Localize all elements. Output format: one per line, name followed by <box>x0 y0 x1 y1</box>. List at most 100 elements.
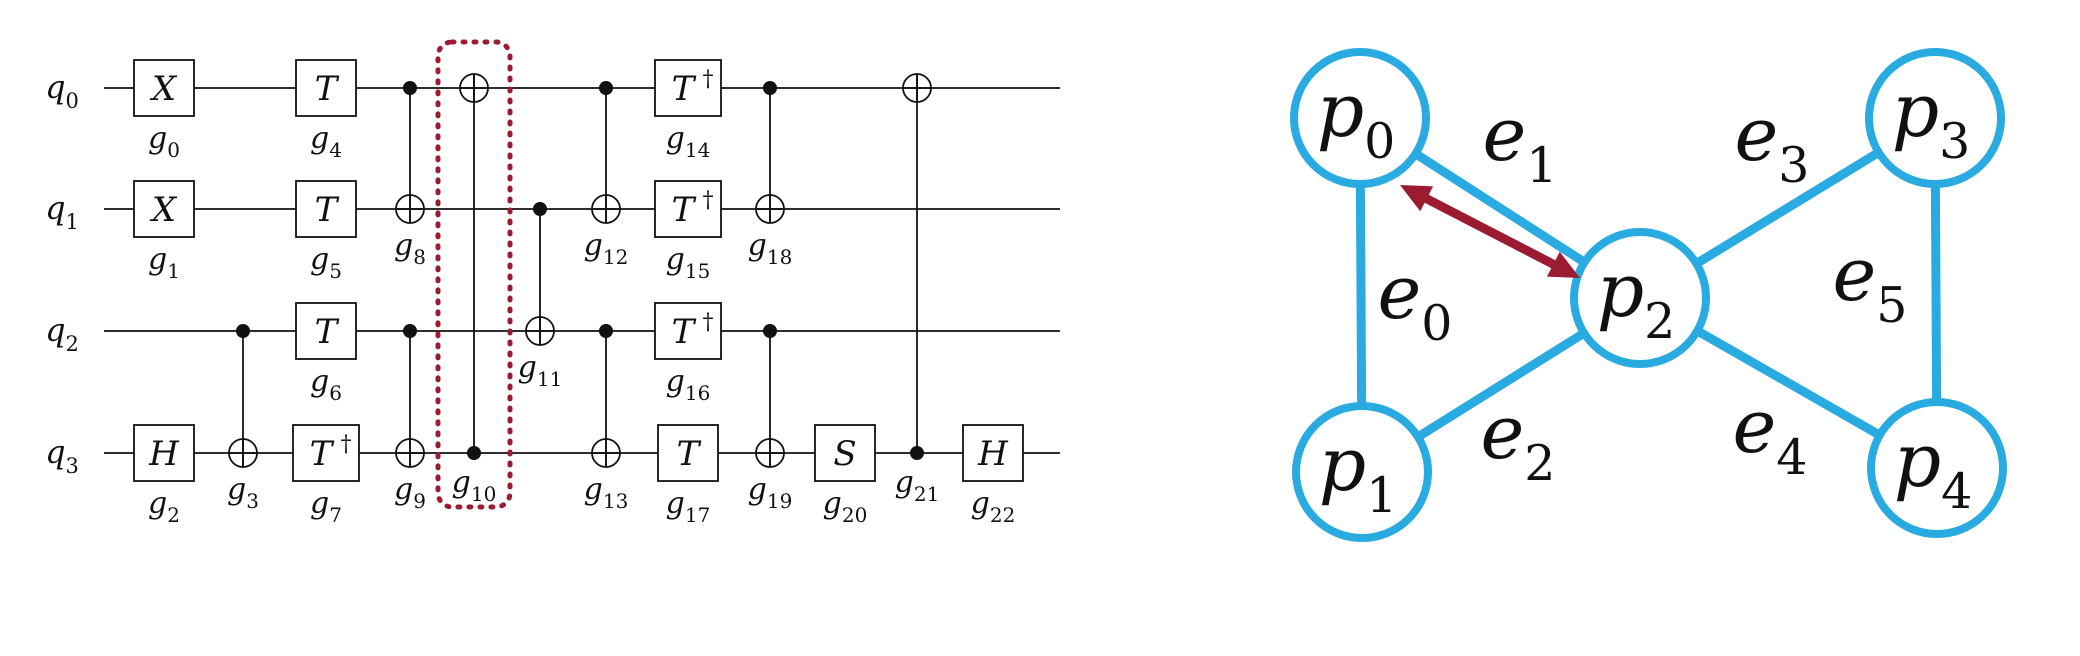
gate-box <box>295 180 357 238</box>
gate-box <box>133 424 195 482</box>
node-label-p0-sub: 0 <box>1364 113 1395 170</box>
node-p4 <box>1867 398 2007 538</box>
gate-g4: Tg4 <box>295 59 357 162</box>
gate-label-g6: g6 <box>310 364 342 405</box>
node-label-p3: p3 <box>1892 68 1971 170</box>
edge-e2 <box>1413 328 1589 442</box>
qubit-label-q0-sub: 0 <box>66 89 79 113</box>
edge-label-e3-sub: 3 <box>1778 137 1809 194</box>
gate-label-g17-sub: 17 <box>685 503 710 527</box>
gate-label-g19: g19 <box>748 472 793 513</box>
gate-label-g8: g8 <box>394 228 426 269</box>
quantum-circuit-diagram: q0q1q2q3Xg0Xg1Hg2g3Tg4Tg5Tg6T†g7g8g9g10g… <box>45 39 1060 527</box>
node-label-p4-base: p <box>1894 418 1941 504</box>
node-label-p0: p0 <box>1317 68 1396 170</box>
qubit-label-q1: q1 <box>45 189 79 234</box>
gate-box <box>657 424 719 482</box>
gate-label-g17-base: g <box>666 486 685 521</box>
gate-g21: g21 <box>895 73 940 506</box>
gate-box <box>654 180 722 238</box>
gate-label-g14-base: g <box>666 121 685 156</box>
gate-symbol: X <box>149 190 178 230</box>
gate-box <box>133 59 195 117</box>
node-label-p2: p2 <box>1597 248 1676 350</box>
gate-g9: g9 <box>394 324 426 513</box>
gate-label-g19-base: g <box>748 472 767 507</box>
gate-box <box>814 424 876 482</box>
node-label-p1-sub: 1 <box>1366 467 1397 524</box>
gate-box <box>962 424 1024 482</box>
control-dot <box>910 446 924 460</box>
node-label-p2-base: p <box>1597 248 1644 334</box>
gate-symbol: T <box>677 434 702 474</box>
qubit-label-q3-sub: 3 <box>66 454 79 478</box>
node-p2 <box>1570 228 1710 368</box>
edge-e4 <box>1692 326 1885 440</box>
edge-e1 <box>1411 149 1589 267</box>
edge-label-e5-sub: 5 <box>1876 277 1907 334</box>
gate-label-g2-sub: 2 <box>167 503 180 527</box>
node-label-p4-sub: 4 <box>1941 463 1972 520</box>
edge-label-e4-base: e <box>1733 384 1777 470</box>
edge-label-e4: e4 <box>1733 384 1808 486</box>
edge-e5 <box>1930 179 1942 407</box>
swap-arrow-head-to <box>1546 251 1580 278</box>
gate-label-g15: g15 <box>666 242 711 283</box>
gate-symbol: H <box>977 434 1009 474</box>
gate-g6: Tg6 <box>295 302 357 405</box>
gate-g3: g3 <box>227 324 259 513</box>
node-label-p3-sub: 3 <box>1939 113 1970 170</box>
gate-label-g17: g17 <box>666 486 711 527</box>
gate-symbol: H <box>148 434 180 474</box>
gate-label-g19-sub: 19 <box>767 489 792 513</box>
edge-e3 <box>1691 147 1884 269</box>
qubit-label-q3: q3 <box>45 433 79 478</box>
gate-g16: T†g16 <box>654 302 722 405</box>
gate-symbol: X <box>149 69 178 109</box>
qubit-label-q0-base: q <box>45 68 65 106</box>
gate-label-g18-base: g <box>748 228 767 263</box>
gate-g8: g8 <box>394 81 426 269</box>
gate-label-g18-sub: 18 <box>767 245 792 269</box>
gate-label-g7-base: g <box>310 486 329 521</box>
edge-label-e0-base: e <box>1378 250 1422 336</box>
gate-box <box>295 59 357 117</box>
gate-label-g16-sub: 16 <box>685 381 710 405</box>
gate-label-g1: g1 <box>148 242 180 283</box>
gate-symbol: S <box>833 434 856 474</box>
dagger-symbol: † <box>703 188 714 213</box>
gate-label-g21: g21 <box>895 465 940 506</box>
gate-label-g11-sub: 11 <box>537 367 562 391</box>
edge-label-e5: e5 <box>1833 232 1908 334</box>
node-label-p1: p1 <box>1319 422 1398 524</box>
gate-label-g22: g22 <box>971 486 1016 527</box>
gate-label-g10: g10 <box>452 465 497 506</box>
dagger-symbol: † <box>703 310 714 335</box>
gate-label-g15-base: g <box>666 242 685 277</box>
gate-label-g13-sub: 13 <box>603 489 628 513</box>
gate-label-g7: g7 <box>310 486 342 527</box>
gate-symbol: T <box>315 190 340 230</box>
gate-label-g20-base: g <box>823 486 842 521</box>
gate-label-g7-sub: 7 <box>329 503 342 527</box>
gate-g0: Xg0 <box>133 59 195 162</box>
gate-label-g4-base: g <box>310 121 329 156</box>
gate-label-g9: g9 <box>394 472 426 513</box>
node-p0 <box>1290 48 1430 188</box>
edge-label-e1: e1 <box>1483 92 1558 194</box>
gate-label-g2: g2 <box>148 486 180 527</box>
control-dot <box>599 81 613 95</box>
gate-label-g0: g0 <box>148 121 180 162</box>
control-dot <box>763 81 777 95</box>
highlight-box <box>435 39 513 510</box>
gate-label-g15-sub: 15 <box>685 259 710 283</box>
gate-label-g10-base: g <box>452 465 471 500</box>
gate-g18: g18 <box>748 81 793 269</box>
gate-label-g18: g18 <box>748 228 793 269</box>
gate-g10: g10 <box>435 39 513 510</box>
gate-label-g5: g5 <box>310 242 342 283</box>
gate-label-g16: g16 <box>666 364 711 405</box>
gate-label-g9-base: g <box>394 472 413 507</box>
